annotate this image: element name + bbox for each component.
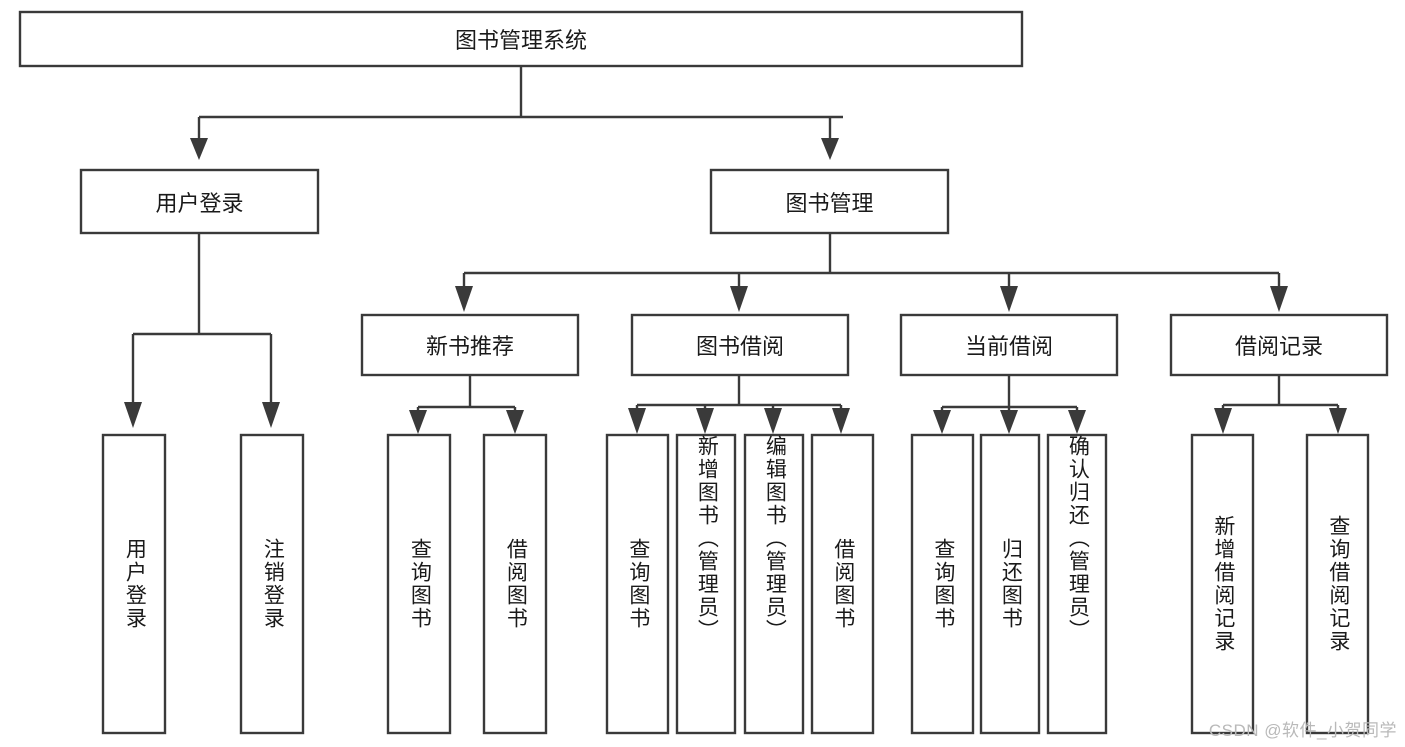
node-box-book-manage[interactable] [709, 168, 950, 235]
node-box-leaf-add-book[interactable] [675, 433, 737, 735]
arrowhead-leaf-query-record [1329, 408, 1347, 434]
node-box-leaf-add-record[interactable] [1190, 433, 1255, 735]
arrowhead-leaf-add-record [1214, 408, 1232, 434]
node-box-leaf-borrow-book-1[interactable] [482, 433, 548, 735]
node-box-leaf-borrow-book-2[interactable] [810, 433, 875, 735]
arrowhead-leaf-return-book [1000, 410, 1018, 434]
arrowhead-leaf-borrow-book-2 [832, 408, 850, 434]
arrowhead-leaf-add-book [696, 408, 714, 434]
arrowhead-user-login [190, 138, 208, 160]
node-box-leaf-confirm-return[interactable] [1046, 433, 1108, 735]
node-box-leaf-query-book-2[interactable] [605, 433, 670, 735]
arrowhead-leaf-edit-book [764, 408, 782, 434]
arrowhead-book-borrow [730, 286, 748, 312]
node-boxes [18, 10, 1389, 735]
node-box-borrow-record[interactable] [1169, 313, 1389, 377]
arrowhead-leaf-logout [262, 402, 280, 428]
arrowhead-leaf-confirm-return [1068, 410, 1086, 434]
node-box-leaf-logout[interactable] [239, 433, 305, 735]
connectors [124, 66, 1347, 434]
arrowhead-leaf-query-book-3 [933, 410, 951, 434]
arrowhead-borrow-record [1270, 286, 1288, 312]
node-box-leaf-query-record[interactable] [1305, 433, 1370, 735]
arrowhead-book-manage [821, 138, 839, 160]
node-box-user-login[interactable] [79, 168, 320, 235]
arrowhead-current-borrow [1000, 286, 1018, 312]
arrowhead-leaf-query-book-1 [409, 410, 427, 434]
node-box-root[interactable] [18, 10, 1024, 68]
csdn-watermark: CSDN @软件_小贺同学 [1208, 721, 1397, 740]
arrowhead-leaf-user-login [124, 402, 142, 428]
node-box-new-book-rec[interactable] [360, 313, 580, 377]
node-box-current-borrow[interactable] [899, 313, 1119, 377]
node-box-leaf-user-login[interactable] [101, 433, 167, 735]
arrowhead-leaf-borrow-book-1 [506, 410, 524, 434]
arrowhead-leaf-query-book-2 [628, 408, 646, 434]
arrowhead-new-book-rec [455, 286, 473, 312]
node-box-book-borrow[interactable] [630, 313, 850, 377]
node-box-leaf-query-book-3[interactable] [910, 433, 975, 735]
node-box-leaf-return-book[interactable] [979, 433, 1041, 735]
node-box-leaf-query-book-1[interactable] [386, 433, 452, 735]
node-box-leaf-edit-book[interactable] [743, 433, 805, 735]
